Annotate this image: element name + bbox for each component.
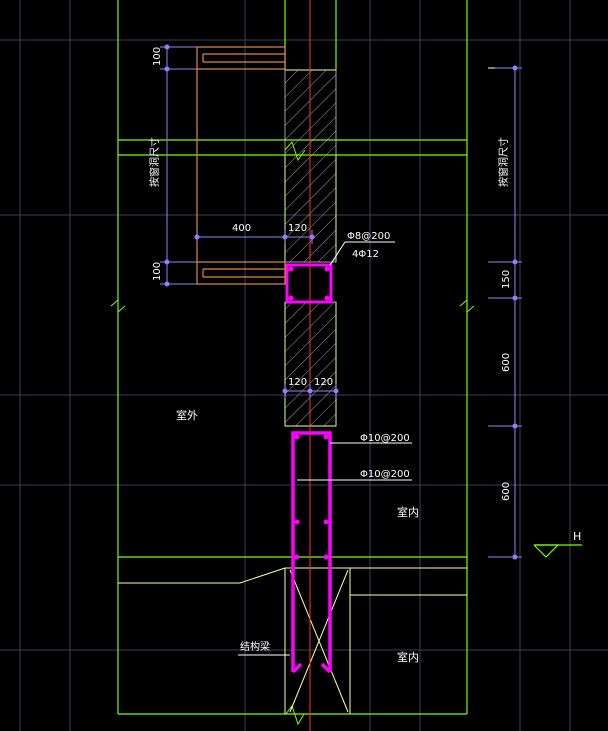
dim-wall-120-right: 120: [314, 377, 333, 388]
column-reinforcement: [291, 431, 332, 674]
rebar-bar-b-label: Φ10@200: [360, 469, 410, 480]
column-bars: [294, 434, 329, 560]
structural-beam-label: 结构梁: [240, 640, 270, 653]
dim-right-600-lower: 600: [501, 482, 512, 501]
elevation-marker: [533, 544, 582, 558]
dim-right-150: 150: [501, 270, 512, 289]
dimension-lines: [160, 44, 522, 560]
lintel-beam: [285, 263, 333, 304]
indoor-lower-label: 室内: [397, 650, 419, 664]
rebar-main-label: 4Φ12: [352, 249, 379, 260]
outdoor-label: 室外: [176, 408, 198, 422]
window-size-left-label: 按窗洞尺寸: [148, 137, 161, 187]
dim-wall-120-left: 120: [288, 377, 307, 388]
leader-lines: [238, 67, 495, 656]
window-size-right-label: 按窗洞尺寸: [497, 137, 510, 187]
rebar-bar-a-label: Φ10@200: [360, 433, 410, 444]
rebar-stirrup-label: Φ8@200: [347, 231, 390, 242]
window-frames: [196, 46, 286, 285]
dim-bottom-100: 100: [152, 262, 163, 281]
elevation-label: H: [573, 530, 581, 543]
dim-right-600-upper: 600: [501, 353, 512, 372]
indoor-upper-label: 室内: [397, 505, 419, 519]
dim-width-400: 400: [232, 223, 251, 234]
structure-lines: [118, 425, 467, 714]
dim-top-100: 100: [152, 47, 163, 66]
dim-width-120: 120: [288, 223, 307, 234]
